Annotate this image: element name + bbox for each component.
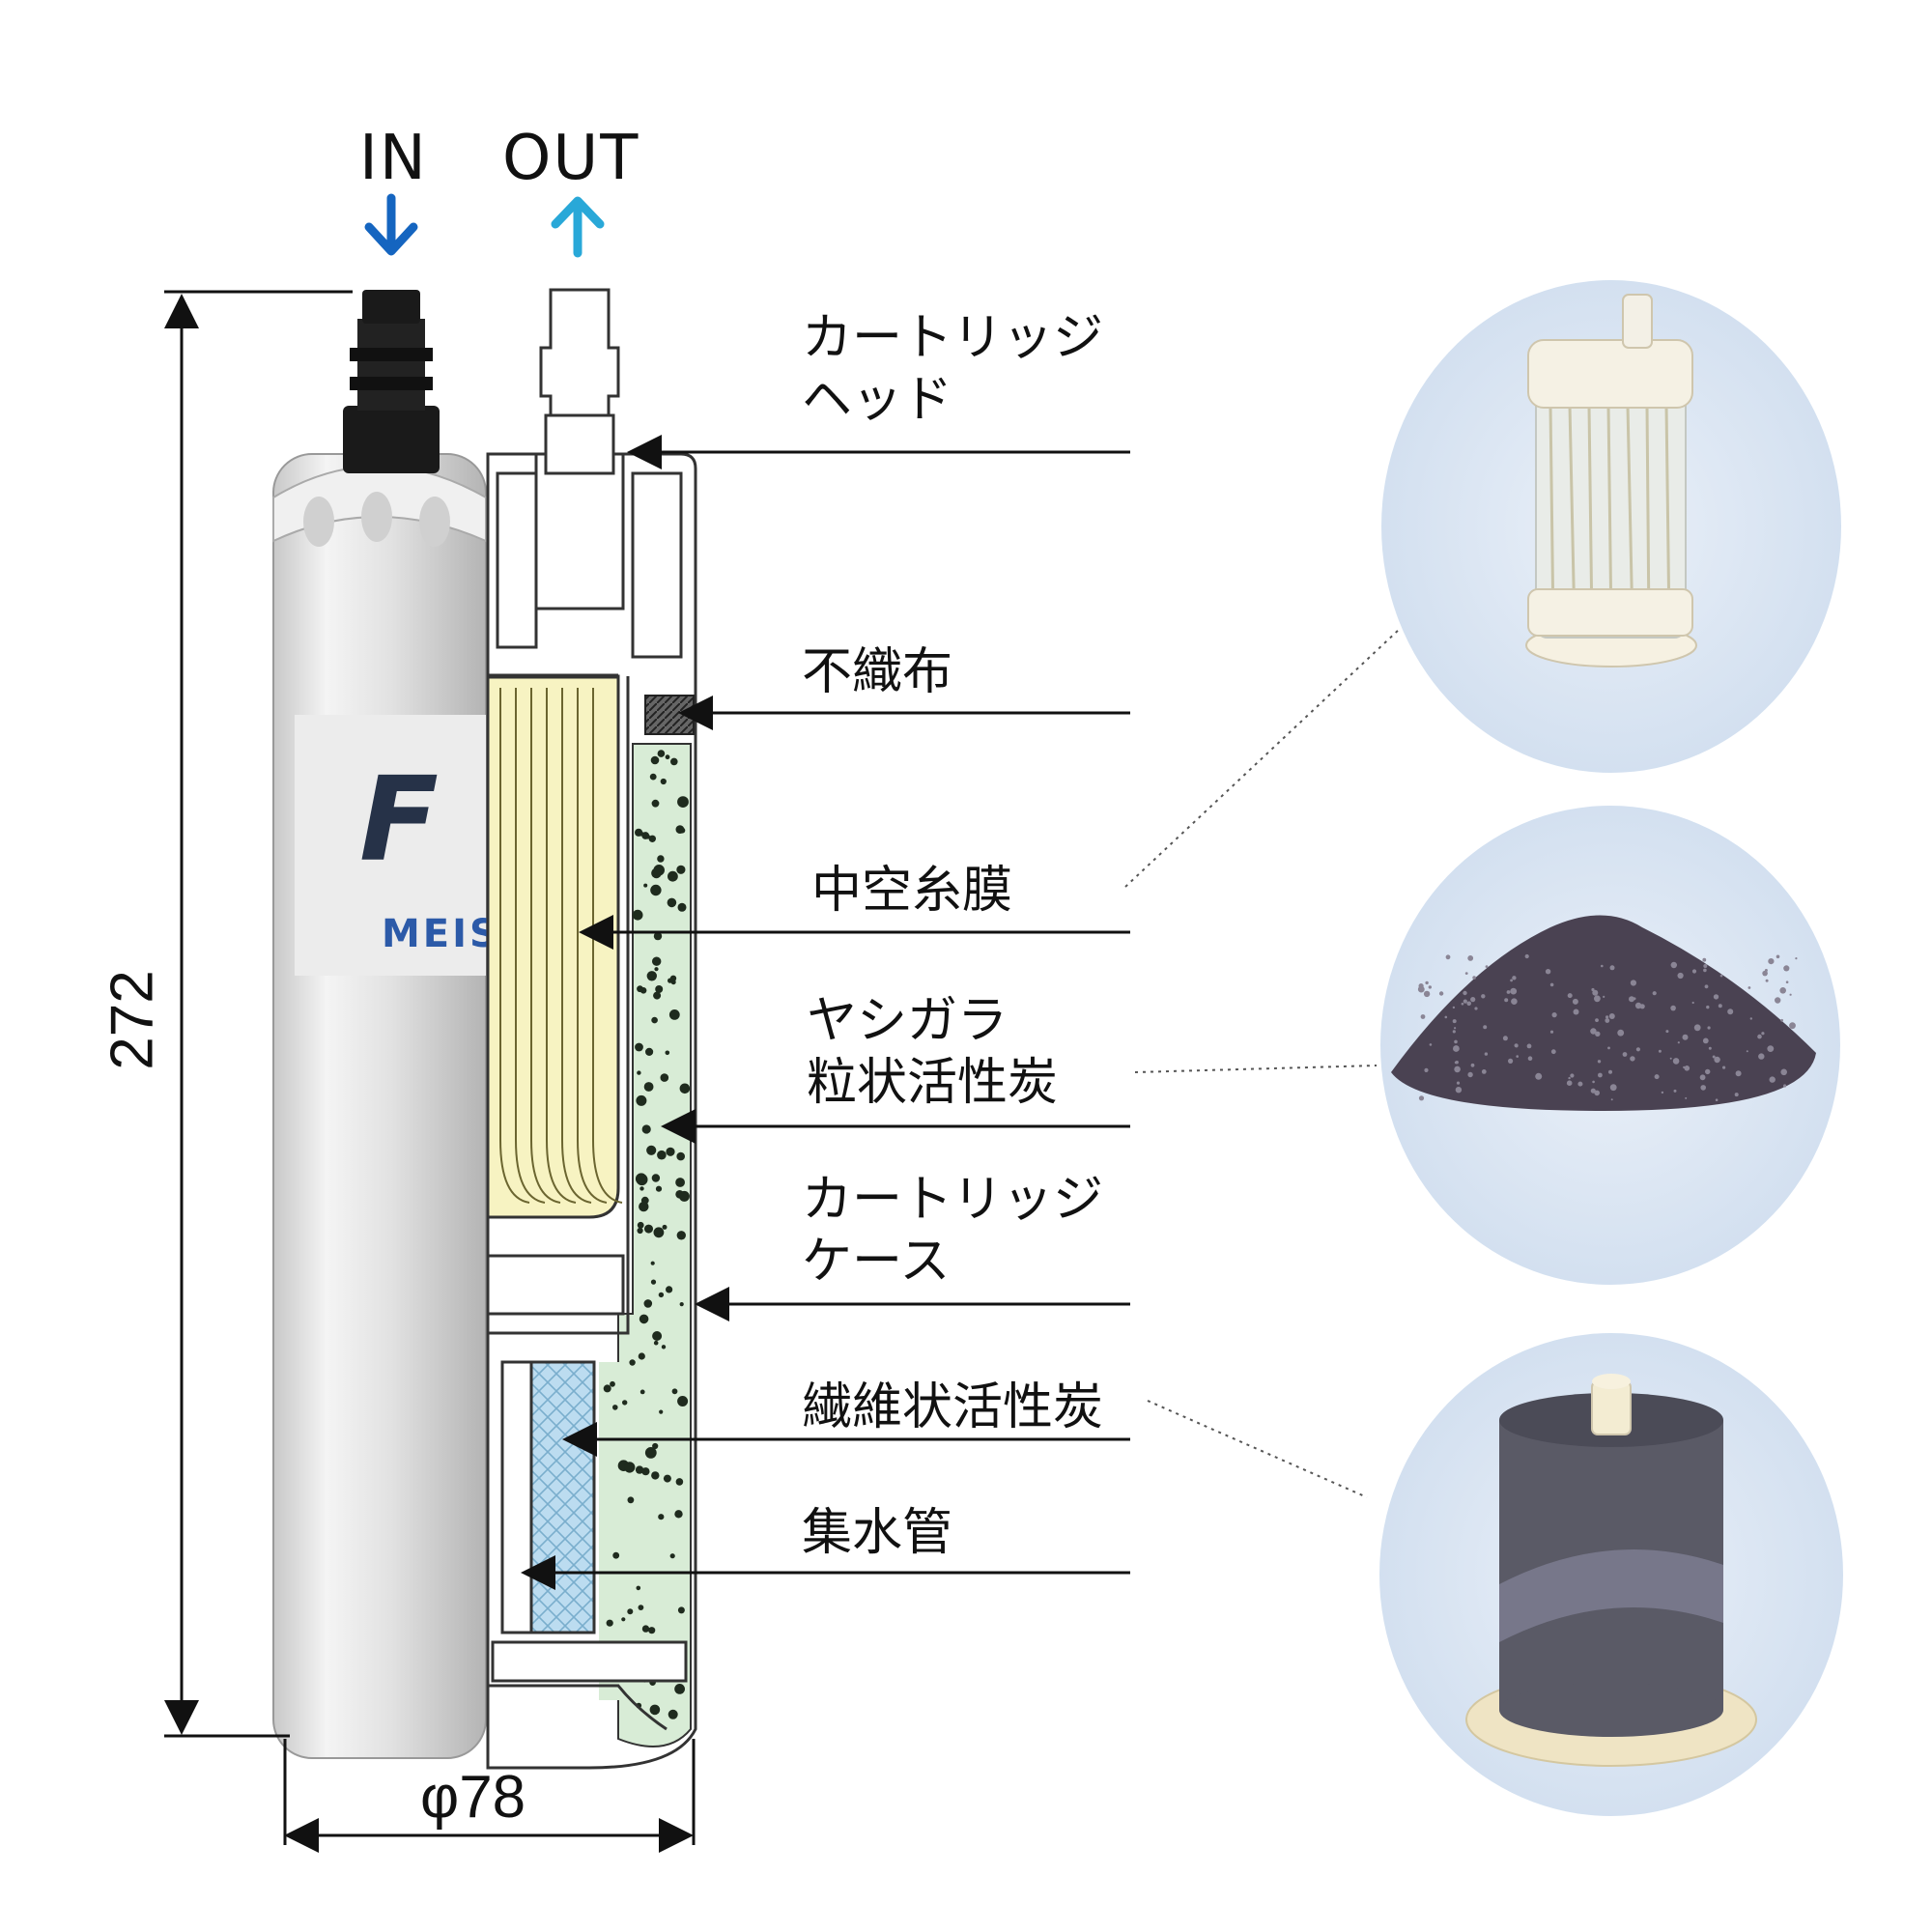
- label-cartridge-head: カートリッジ ヘッド: [802, 309, 1104, 429]
- in-arrow-icon: [364, 193, 418, 256]
- label-fiber-activated-carbon: 繊維状活性炭: [802, 1378, 1104, 1436]
- label-hollow-fiber-membrane: 中空糸膜: [811, 862, 1013, 920]
- diameter-dimension-line: [283, 1739, 696, 1853]
- granular-carbon-photo: [1380, 806, 1840, 1285]
- hollow-fiber-membrane-photo: [1381, 280, 1841, 773]
- cartridge-cross-section: [486, 288, 697, 1770]
- out-label: OUT: [502, 123, 640, 194]
- brand-logo: F: [359, 753, 439, 888]
- in-label: IN: [359, 123, 428, 194]
- brand-name: MEIS: [382, 912, 500, 956]
- cartridge-exterior: [272, 290, 487, 1759]
- leader-lines: [521, 435, 1130, 1590]
- photo-connector-lines: [1124, 627, 1402, 1498]
- label-non-woven-fabric: 不織布: [802, 643, 953, 701]
- height-dimension-label: 272: [99, 970, 166, 1070]
- diameter-dimension-label: φ78: [420, 1764, 526, 1831]
- label-water-collection-pipe: 集水管: [802, 1504, 953, 1562]
- height-dimension-line: [164, 290, 353, 1738]
- out-arrow-icon: [551, 196, 605, 258]
- label-cartridge-case: カートリッジ ケース: [802, 1171, 1104, 1291]
- fiber-carbon-block-photo: [1379, 1333, 1843, 1816]
- label-coconut-granular-carbon: ヤシガラ 粒状活性炭: [807, 992, 1059, 1112]
